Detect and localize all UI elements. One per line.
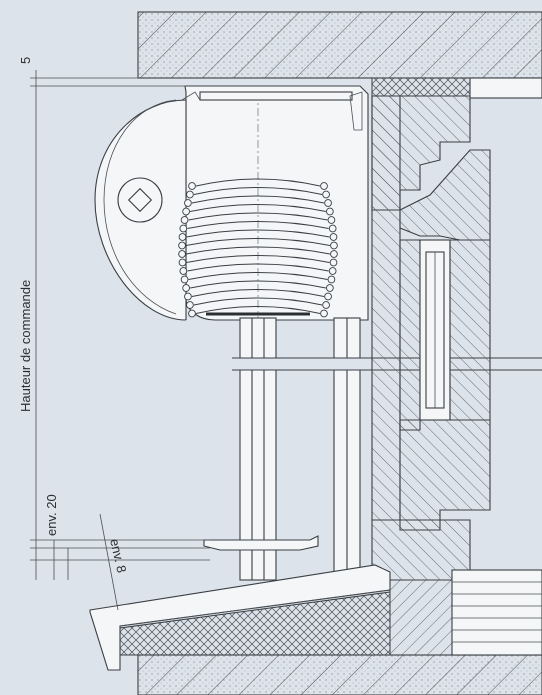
coil-slat-hook [322,190,330,199]
interior-sill-block [389,569,542,656]
coil-slat-hook [328,224,337,233]
insulation-strip [371,77,471,97]
coil-slat-hook [178,233,187,241]
coil-slat-hook [329,258,338,267]
coil-slat-hook [179,267,188,275]
coil-slat-hook [184,292,192,301]
dim-env-20: env. 20 [44,494,59,536]
coil-slat-hook [178,250,186,258]
coil-slat [191,195,325,204]
coil-slat-hook [178,258,187,267]
coil-slat [185,246,331,255]
coil-slat [190,280,326,289]
coil-slat-hook [326,207,334,216]
coil-slat [186,255,330,263]
coil-slat [190,204,326,212]
coil-slat-hook [188,182,196,190]
coil-slat-hook [324,292,332,301]
coil-slat [195,306,321,314]
coil-slat-hook [180,216,189,224]
window-frame-middle [371,95,491,521]
coil-slat-hook [329,233,338,241]
dim-top-offset: 5 [18,57,33,64]
coil-slat-hook [188,309,196,318]
coil-slat [188,272,328,280]
coil-slat-hook [178,241,186,250]
lintel-wall [137,11,542,79]
coil-slat-hook [180,275,189,284]
shutter-bottom-bar [203,535,319,551]
coil-slat-hook [186,301,194,309]
coil-slat-hook [179,224,188,233]
coil-slat-hook [327,216,336,224]
coil-slat-hook [320,182,328,190]
coil-slat-hook [324,199,332,207]
coil-slat [195,178,321,187]
coil-slat-hook [330,250,338,258]
coil-slat-hook [182,284,190,292]
coil-slat [186,229,330,238]
coil-slat-hook [320,309,328,318]
window-frame-lower [371,419,491,581]
coil-slat-hook [330,241,338,250]
coil-slat [187,263,329,272]
coil-slat [193,297,323,306]
dimension-lines [30,70,210,611]
coil-slat-hook [328,267,337,275]
coil-slat-hook [186,190,194,199]
drive-axle [117,177,163,223]
coil-slat [187,221,329,229]
coil-slat-hook [322,301,330,309]
coil-slat [193,187,323,195]
rolled-shutter-coil [178,178,338,318]
coil-slat [185,238,331,246]
coil-slat-hook [327,275,336,284]
coil-slat-hook [182,207,190,216]
coil-slat-hook [326,284,334,292]
coil-slat [191,289,325,297]
dim-control-height: Hauteur de commande [18,280,33,412]
right-wall-block [469,77,542,99]
coil-slat [188,212,328,221]
coil-slat-hook [184,199,192,207]
bottom-wall [137,654,542,695]
window-sill [89,564,391,671]
